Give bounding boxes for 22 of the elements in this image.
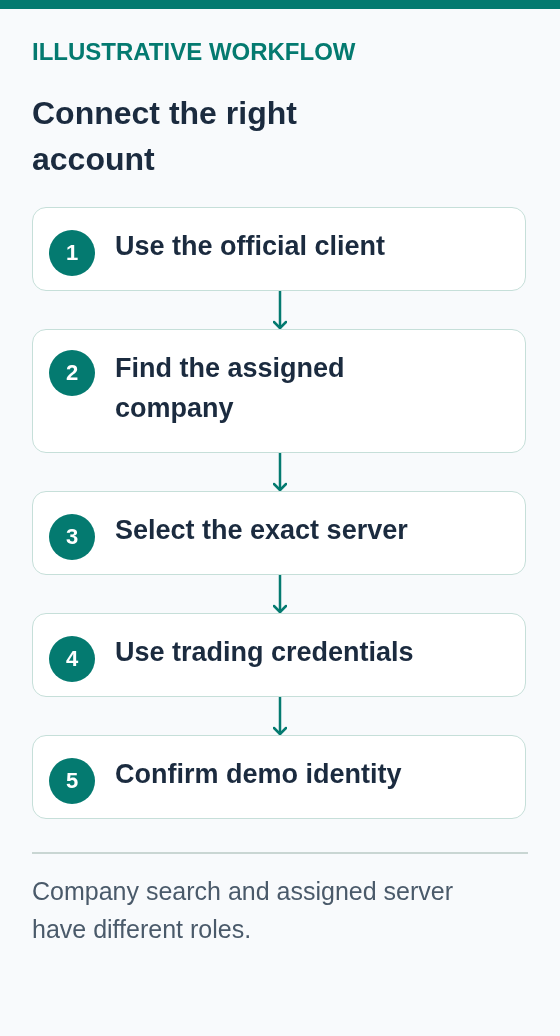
step-card — [32, 329, 526, 453]
step-number: 4 — [49, 636, 95, 682]
step-text: Confirm demo identity — [115, 758, 403, 791]
arrow — [272, 695, 288, 736]
step-text: Use the official client — [115, 230, 387, 263]
step-number: 1 — [49, 230, 95, 276]
step-text: Find the assigned company — [115, 352, 346, 425]
step-number: 5 — [49, 758, 95, 804]
step-card — [32, 207, 526, 291]
step-card — [32, 735, 526, 819]
step-number: 3 — [49, 514, 95, 560]
arrow — [272, 289, 288, 330]
step-text: Use trading credentials — [115, 636, 415, 669]
step-card — [32, 491, 526, 575]
caption: Company search and assigned server have different roles. — [32, 876, 455, 945]
eyebrow-heading: ILLUSTRATIVE WORKFLOW — [32, 38, 356, 66]
title: Connect the right account — [32, 94, 298, 179]
arrow — [272, 451, 288, 492]
step-text: Select the exact server — [115, 514, 409, 547]
arrow — [272, 573, 288, 614]
step-card — [32, 613, 526, 697]
step-number: 2 — [49, 350, 95, 396]
